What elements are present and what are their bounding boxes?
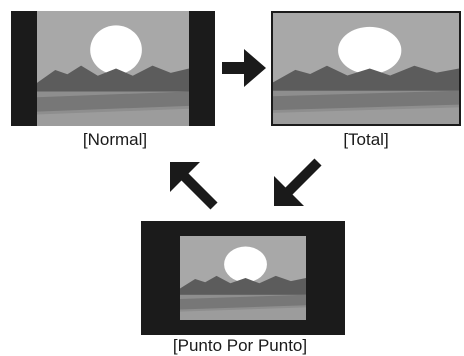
total-mode-label: [Total] <box>343 130 389 149</box>
normal-mode-label: [Normal] <box>82 130 148 149</box>
arrow-down-left-icon <box>274 158 322 206</box>
normal-screen-picture <box>37 11 189 126</box>
punto-screen-picture <box>180 236 306 320</box>
arrow-right-icon <box>222 49 266 87</box>
total-screen-picture <box>273 13 459 124</box>
normal-mode-screen <box>11 11 215 126</box>
arrow-up-left-icon <box>170 162 218 210</box>
punto-mode-label: [Punto Por Punto] <box>172 336 308 355</box>
total-mode-screen <box>271 11 461 126</box>
punto-mode-screen <box>141 221 345 335</box>
